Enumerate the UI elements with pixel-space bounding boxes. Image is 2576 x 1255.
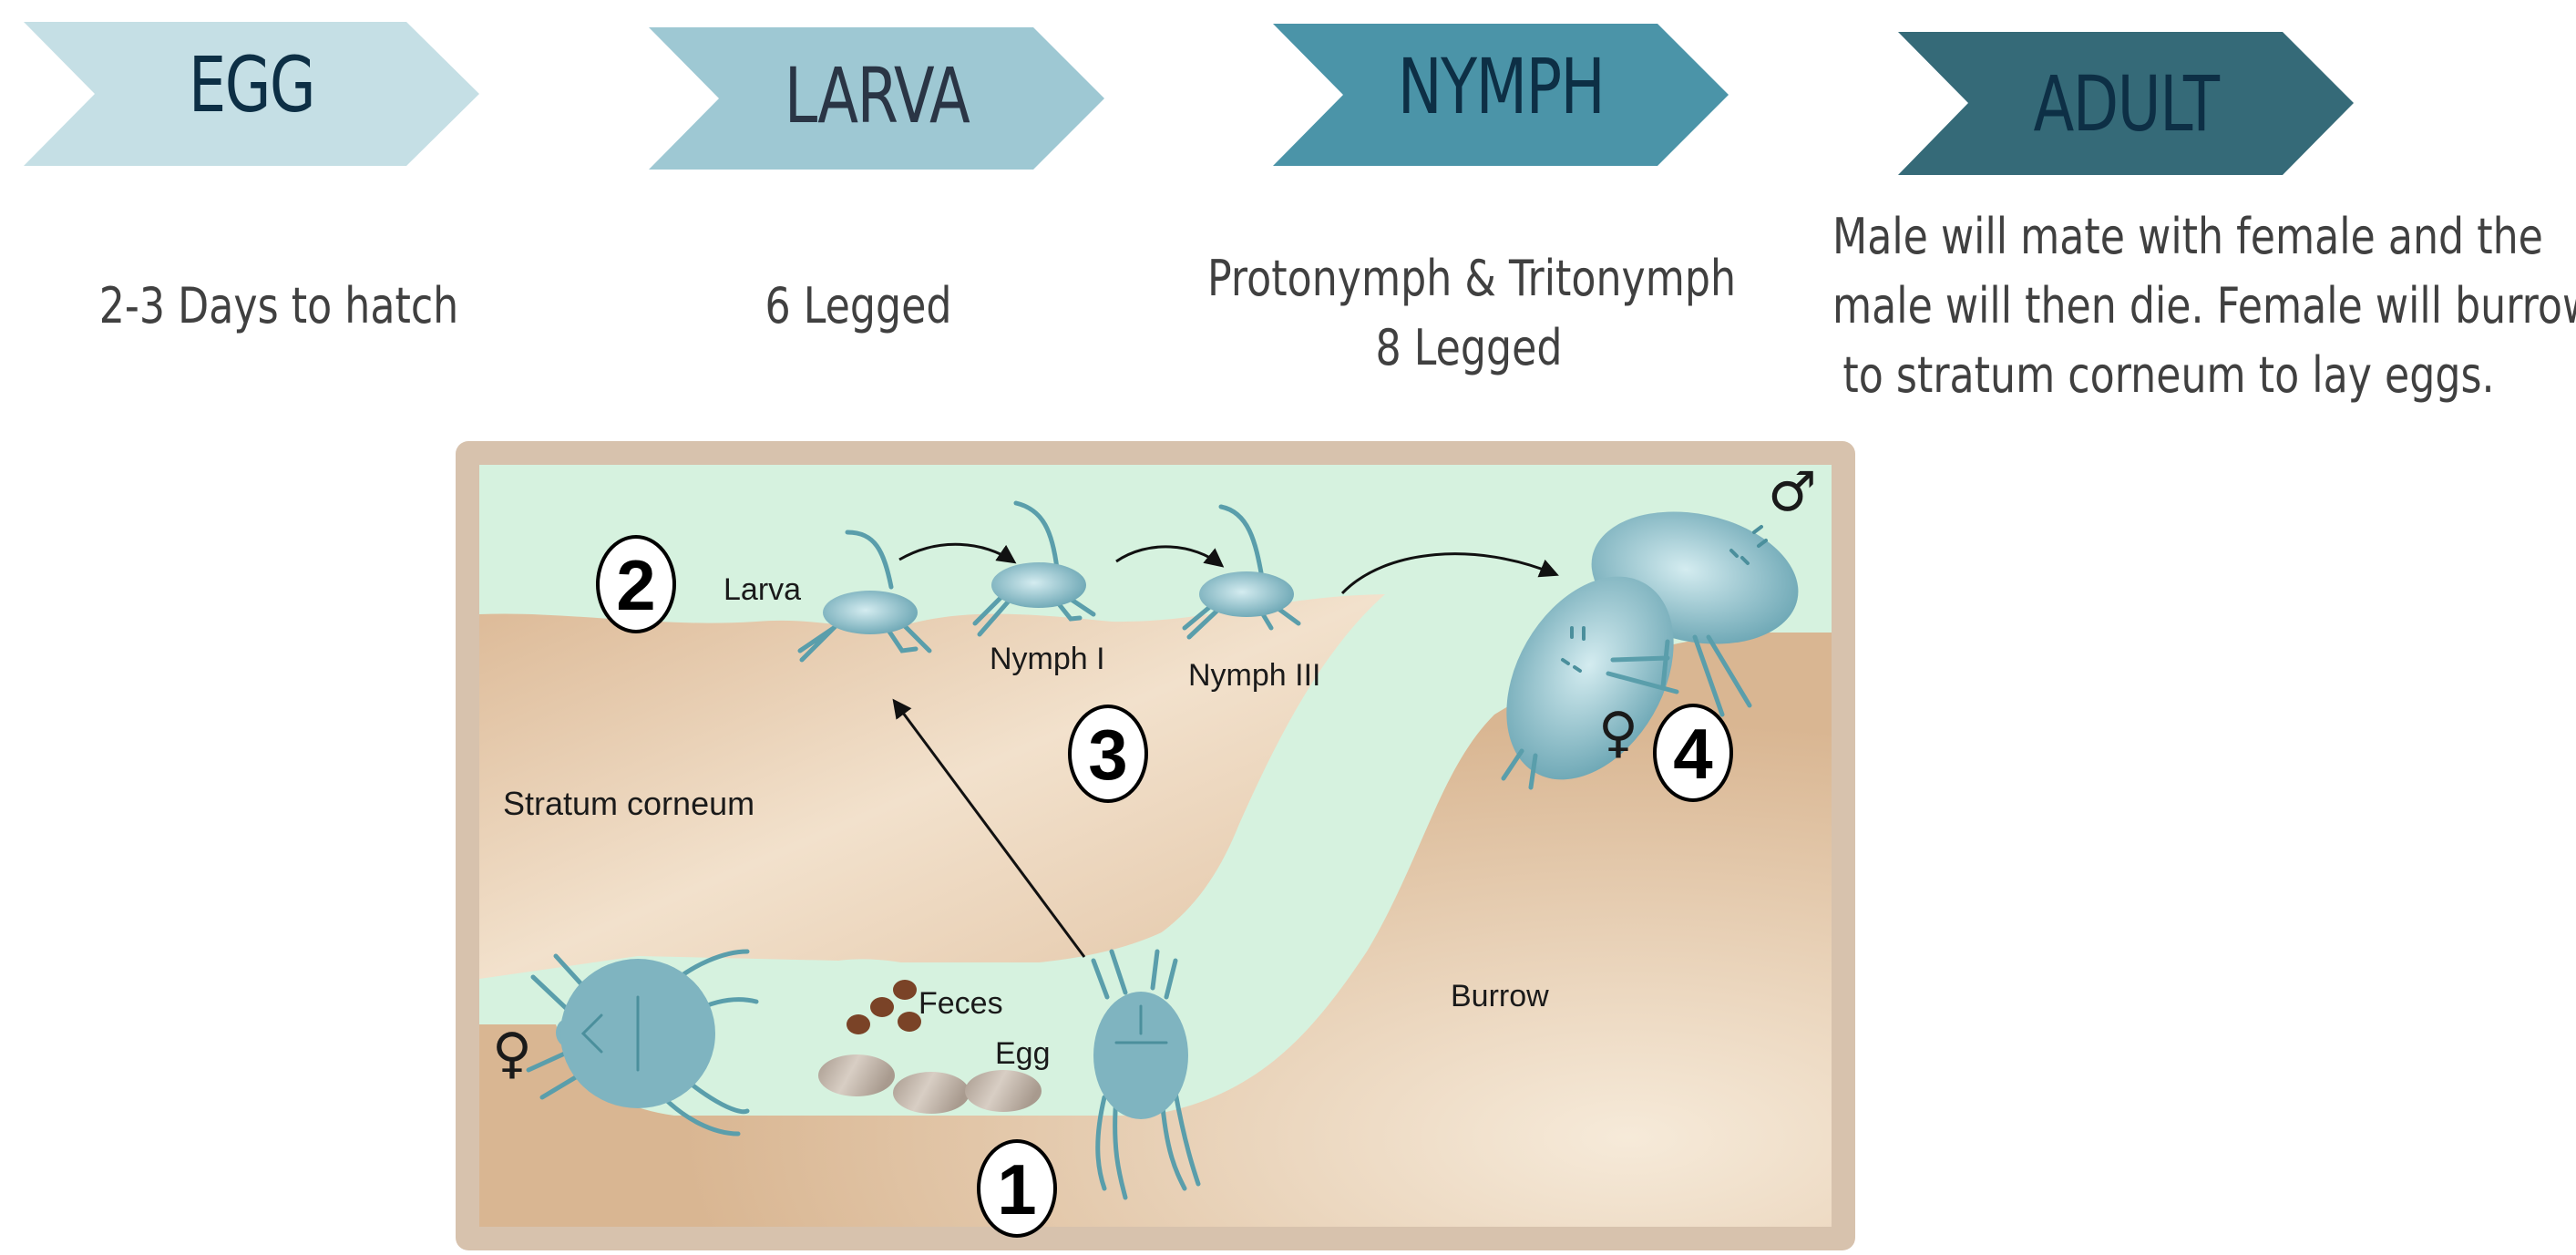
arrow-larva-to-nymph1: [898, 542, 1017, 564]
label-feces: Feces: [919, 986, 1003, 1021]
burrow-tunnel: [587, 598, 1485, 1084]
stage-larva-label: LARVA: [784, 51, 970, 140]
stage-egg-description: 2-3 Days to hatch: [69, 272, 487, 341]
description-line: 2-3 Days to hatch: [98, 277, 459, 334]
arrow-nymph1-to-nymph3: [1115, 545, 1225, 568]
stage-nymph-description: Protonymph & Tritonymph 8 Legged: [1207, 244, 1737, 383]
chevron-adult-shape: [1898, 32, 2354, 175]
label-egg: Egg: [995, 1036, 1051, 1071]
description-line: 6 Legged: [765, 277, 952, 334]
eggs: [818, 1054, 1042, 1114]
egg-icon: [818, 1054, 895, 1096]
stage-egg: EGG: [24, 22, 479, 166]
chevron-egg-shape: [24, 22, 479, 166]
chevron-shape: [649, 27, 1104, 170]
chevron-shape: [24, 22, 479, 166]
stage-nymph: NYMPH: [1273, 24, 1729, 166]
step-4-number: 4: [1673, 714, 1712, 794]
arrow-egg-to-larva: [892, 698, 1086, 958]
description-line: 8 Legged: [1375, 319, 1563, 376]
description-line: male will then die. Female will burrow: [1832, 277, 2576, 334]
feces-pellets: [847, 980, 921, 1034]
nymph-1-mite-icon: [972, 500, 1096, 637]
stage-egg-label: EGG: [188, 40, 316, 129]
step-4-marker: 4: [1653, 704, 1733, 802]
description-line: Male will mate with female and the: [1832, 208, 2543, 265]
stage-adult-label: ADULT: [2033, 59, 2220, 149]
egg-icon: [893, 1072, 970, 1114]
chevron-shape: [1273, 24, 1729, 166]
gravid-female-mite-icon: [526, 949, 759, 1137]
step-1-marker: 1: [977, 1139, 1057, 1238]
step-3-marker: 3: [1068, 705, 1148, 803]
mating-adult-mites-icon: [1501, 511, 1799, 790]
step-3-number: 3: [1088, 715, 1127, 795]
stage-adult: ADULT: [1898, 32, 2354, 175]
label-burrow: Burrow: [1451, 979, 1549, 1013]
step-2-number: 2: [616, 545, 655, 625]
description-line: to stratum corneum to lay eggs.: [1842, 346, 2495, 404]
label-larva: Larva: [724, 572, 801, 607]
stratum-corneum-lower: [479, 633, 1832, 1227]
larva-mite-icon: [797, 530, 932, 663]
male-symbol-icon: ♂: [1768, 460, 1817, 524]
stage-larva-description: 6 Legged: [649, 272, 1067, 341]
arrow-nymph3-to-adult: [1340, 552, 1559, 595]
stage-larva: LARVA: [649, 27, 1104, 170]
step-1-number: 1: [997, 1149, 1036, 1229]
step-2-marker: 2: [596, 535, 676, 633]
stratum-corneum-upper: [479, 594, 1385, 981]
egg-icon: [965, 1070, 1042, 1112]
description-line: Protonymph & Tritonymph: [1207, 250, 1737, 307]
label-nymph-1: Nymph I: [990, 642, 1105, 676]
label-nymph-3: Nymph III: [1188, 658, 1320, 693]
chevron-shape: [1898, 32, 2354, 175]
stage-adult-description: Male will mate with female and the male …: [1832, 202, 2576, 410]
burrowing-mite-icon: [1091, 949, 1201, 1200]
female-symbol-icon: ♀: [1598, 701, 1638, 765]
chevron-larva-shape: [649, 27, 1104, 170]
nymph-3-mite-icon: [1182, 504, 1301, 640]
chevron-nymph-shape: [1273, 24, 1729, 166]
female-symbol-icon: ♀: [492, 1022, 532, 1085]
stage-nymph-label: NYMPH: [1397, 42, 1606, 131]
label-stratum-corneum: Stratum corneum: [503, 785, 754, 822]
scabies-lifecycle-diagram: Larva Nymph I Nymph III Stratum corneum …: [456, 441, 1855, 1250]
